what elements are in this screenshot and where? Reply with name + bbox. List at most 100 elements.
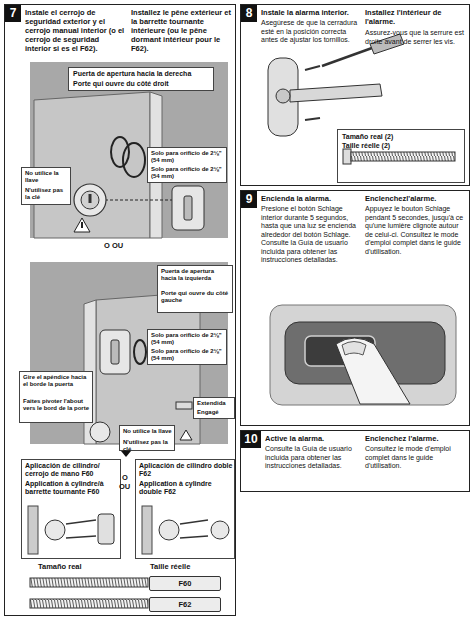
step-panel: 7Instale el cerrojo de seguridad exterio… [4,4,236,616]
ring [111,137,129,167]
node-text: Solo para orificio de 2⅛" (54 mm) [151,150,225,164]
node-text: Consultez le mode d'emploi complet dans … [365,445,467,471]
label-text: O OU [104,242,123,250]
extended-bolt [176,402,192,409]
node-text: Solo para orificio de 2⅛" (54 mm) [151,166,225,180]
node-text: Engagé [197,409,233,416]
step-number: 10 [241,431,261,448]
device-face [270,305,456,405]
node-text: N'utilisez pas la clé [25,187,69,201]
node-text: N'utilisez pas la clé [123,439,173,453]
node-text: Porte qui ouvre du côté gauche [161,290,231,304]
step-heading: Enclenchez l'alarme. [365,434,467,443]
cylinder [159,520,179,540]
f60-illustration [28,506,114,554]
cylinder [211,521,229,539]
step-panel: 10 Active la alarma. Consulte la Guía de u… [240,430,470,492]
door-callout: Puerta de apertura hacia la izquierdaPor… [157,265,233,313]
cylinder-core [81,191,99,209]
thumb-turn-plate [98,514,114,544]
screw [305,66,320,70]
door-edge [142,506,152,554]
hole-size-callout: Solo para orificio de 2⅛" (54 mm) Solo pa… [147,147,227,183]
step-heading: Installez l'intérieur de l'alarme. [365,8,467,26]
node-text: Porte qui ouvre du côté droit [73,80,211,88]
step-heading: Enclenchezl'alarme. [365,194,467,203]
door-face [34,92,150,238]
warning-triangle [180,430,192,440]
warning-mark [81,222,83,228]
thumb-turn [184,196,192,220]
hole-size-callout: Solo para orificio de 2⅛" (54 mm)Solo pa… [147,329,227,365]
bolt-callout: ExtendidaEngagé [193,397,235,419]
warning-triangle [74,218,90,232]
step-heading: Encienda la alarma. [261,194,361,203]
cylinder [45,520,65,540]
step-heading: Active la alarma. [265,434,361,443]
warning-callout: No utilice la llaveN'utilisez pas la clé [119,425,175,451]
screw-thread [30,578,148,587]
door-callout: Puerta de apertura hacia la derechaPorte… [68,67,214,91]
node-text: Extendida [197,400,233,407]
screw [66,520,96,524]
door-face [96,292,200,444]
screw [180,536,208,538]
step-heading: Instale la alarma interior. [261,8,361,17]
warning-callout: No utilice la llaveN'utilisez pas la clé [21,167,71,205]
node-text: Gire el apéndice hacia el borde la puert… [23,374,91,388]
screw-ruler: F62 [149,597,221,612]
screw-ruler: F60 [149,576,221,591]
f62-illustration [142,506,229,554]
node-text: Solo para orificio de 2⅛" (54 mm) [151,332,225,346]
lever-hub [276,89,290,103]
rotate-callout: Gire el apéndice hacia el borde la puert… [19,371,93,423]
step-panel: 9 Encienda la alarma. Presione el botón Sc… [240,190,470,426]
actual-size-box: Tamaño real (2)Taille réelle (2) [337,129,465,183]
lever [290,84,382,102]
keyway [89,194,92,203]
label-text: Taille réelle [150,563,190,571]
label-text: OU [119,483,130,491]
button-press-illustration [270,305,456,405]
finger [336,338,410,404]
node-text: Consulte la Guía de usuario incluida par… [265,445,361,471]
application-box: Aplicación de cilindro doble F62Applicat… [135,459,235,559]
node-text: Taille réelle (2) [342,142,462,150]
interior-plate [172,186,204,230]
step-heading: Installez le pêne extérieur et la barret… [131,8,233,53]
node-text: Application à cylindre double F62 [139,480,233,496]
step-number: 8 [241,5,257,22]
node-text: Puerta de apertura hacia la derecha [73,70,211,78]
door-edge [28,506,38,554]
step-panel: 8 Instale la alarma interior. Asegúrese de… [240,4,470,186]
node-text: F60 [150,577,220,590]
screw [305,118,320,120]
node-text: Assurez-vous que la serrure est droite a… [365,29,467,46]
exterior-cylinder [74,184,106,216]
step-number: 9 [241,191,257,208]
thumb-turn [111,340,119,364]
node-text: Aplicación de cilindro doble F62 [139,462,233,478]
node-text: Aplicación de cilindro/ cerrojo de mano … [25,462,119,478]
ring [123,143,145,177]
actual-size-screw [343,149,455,164]
screw-head [343,149,351,164]
node-text: No utilice la llave [123,428,173,435]
step-heading: Instale el cerrojo de seguridad exterior… [25,8,127,53]
node-text: Presione el botón Schlage interior duran… [261,205,361,265]
screw-thread [351,152,455,161]
fingernail [342,342,366,356]
step-number: 7 [5,5,21,22]
arrow-head [121,451,131,457]
node-text: Asegúrese de que la cerradura esté en la… [261,19,361,45]
interior-plate [100,330,130,374]
label-text: O [122,474,128,482]
screw-thread [30,599,148,608]
backdrop [30,62,228,238]
screw [66,536,96,538]
exterior-cylinder [90,422,110,442]
screwdriver-shaft [322,48,372,66]
door-right-illustration [30,62,228,238]
